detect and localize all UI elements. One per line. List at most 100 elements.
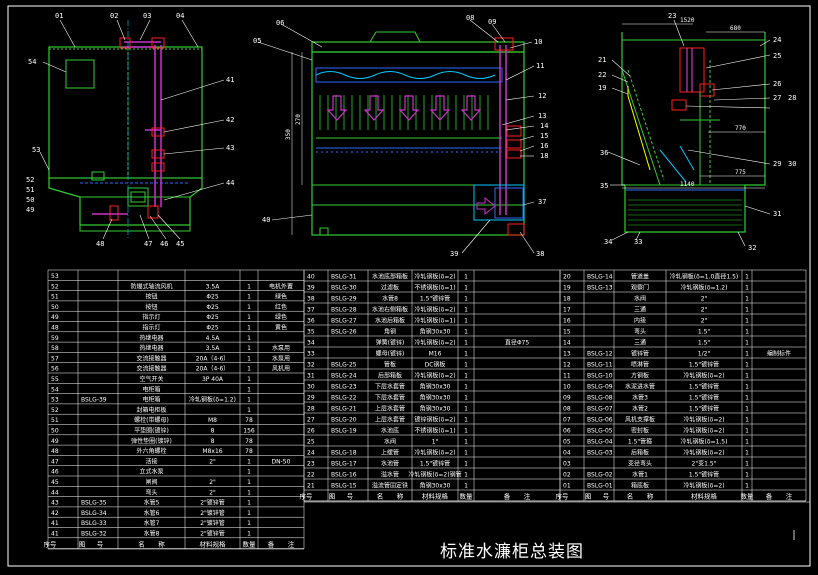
table-cell: 52 [51, 407, 59, 414]
table-cell: 46 [51, 469, 59, 476]
table-cell: 28 [307, 406, 315, 413]
table-cell: 交流接触器 [136, 354, 166, 362]
table-header-cell: 名 [377, 492, 384, 501]
table-cell: DC钢板 [425, 361, 446, 369]
table-cell: 黄色 [275, 324, 287, 332]
table-cell: 8 [211, 438, 215, 445]
table-cell: 3.5A [206, 345, 221, 352]
table-cell: 1 [464, 450, 468, 457]
table-cell: 55 [51, 376, 59, 383]
svg-text:05: 05 [253, 37, 261, 45]
table-cell: BSLG-32 [81, 531, 107, 538]
table-cell: 直径Φ75 [505, 339, 530, 347]
table-cell: BSLG-19 [331, 428, 357, 435]
table-cell: 水管7 [144, 519, 160, 527]
table-cell: 50 [51, 428, 59, 435]
table-cell: 指示灯 [142, 313, 160, 321]
table-cell: 冷轧钢板(δ=1.2) [189, 396, 236, 404]
table-cell: 01 [563, 483, 571, 490]
svg-text:10: 10 [534, 38, 542, 46]
table-header-cell: 图 [585, 493, 592, 501]
table-cell: BSLG-04 [587, 439, 613, 446]
table-cell: 1 [247, 283, 251, 290]
table-cell: 1 [464, 362, 468, 369]
svg-text:02: 02 [110, 12, 118, 20]
svg-text:23: 23 [668, 12, 676, 20]
table-cell: 1 [745, 439, 749, 446]
table-cell: 水池底 [381, 427, 399, 435]
table-cell: 电柜箱 [142, 385, 160, 393]
table-cell: 1.5" [698, 329, 711, 336]
table-cell: 绿色 [275, 313, 287, 321]
table-cell: 空气开关 [139, 375, 163, 383]
table-cell: 红色 [275, 303, 287, 311]
table-cell: 管板 [384, 361, 396, 369]
table-cell: BSLG-05 [587, 428, 613, 435]
table-cell: BSLG-35 [81, 500, 107, 507]
table-cell: 23 [307, 461, 315, 468]
table-cell: 51 [51, 417, 59, 424]
table-cell: 10 [563, 384, 571, 391]
table-cell: 56 [51, 366, 59, 373]
table-cell: 方钢板 [631, 372, 649, 380]
table-cell: BSLG-15 [331, 483, 357, 490]
table-cell: 2" [701, 296, 708, 303]
table-cell: BSLG-29 [331, 296, 357, 303]
table-cell: BSLG-39 [81, 397, 107, 404]
table-cell: 1 [745, 483, 749, 490]
table-cell: 密封板 [631, 427, 649, 435]
table-cell: 37 [307, 307, 315, 314]
table-cell: 18 [563, 296, 571, 303]
table-cell: 1 [464, 395, 468, 402]
svg-text:54: 54 [28, 58, 36, 66]
table-cell: 2"镀锌管 [200, 499, 225, 507]
table-cell: 冷轧钢板(δ=2) [683, 449, 724, 457]
table-cell: 1 [464, 384, 468, 391]
table-cell: 平垫圈(镀锌) [134, 427, 169, 435]
table-cell: 2" [209, 458, 216, 465]
table-cell: 1 [464, 472, 468, 479]
table-cell: 1 [247, 355, 251, 362]
table-cell: 水阀 [634, 295, 646, 303]
table-cell: 弯头 [145, 488, 157, 496]
svg-text:45: 45 [176, 240, 184, 248]
table-cell: 1 [745, 395, 749, 402]
table-cell: 水管3 [632, 394, 648, 402]
table-header-cell: 备 [766, 492, 773, 501]
table-cell: 喷淋管 [631, 361, 649, 369]
table-cell: 1 [745, 296, 749, 303]
table-cell: 角钢 [384, 328, 396, 336]
svg-text:28: 28 [788, 94, 796, 102]
table-cell: BSLG-13 [587, 285, 613, 292]
table-cell: 39 [307, 285, 315, 292]
table-cell: 3P 40A [202, 376, 224, 383]
table-cell: 1 [464, 274, 468, 281]
table-cell: 1 [745, 274, 749, 281]
table-header-cell: 注 [288, 539, 295, 548]
table-cell: 冷轧钢板(δ=2) [414, 339, 455, 347]
table-cell: 03 [563, 461, 571, 468]
table-header-cell: 注 [524, 492, 531, 501]
table-cell: 43 [51, 500, 59, 507]
table-cell: 26 [307, 428, 315, 435]
svg-text:48: 48 [96, 240, 104, 248]
svg-text:24: 24 [773, 36, 781, 44]
table-cell: 1 [247, 531, 251, 538]
table-cell: 17 [563, 307, 571, 314]
table-cell: 53 [51, 273, 59, 280]
table-cell: 水池后箱板 [375, 317, 405, 325]
table-header-cell: 图 [329, 493, 336, 501]
table-header-cell: 号 [347, 493, 354, 501]
table-cell: 1 [464, 329, 468, 336]
table-cell: Φ25 [206, 304, 219, 311]
table-cell: 1 [464, 428, 468, 435]
table-cell: 33 [307, 351, 315, 358]
table-cell: 1.5" [698, 340, 711, 347]
table-cell: 1 [247, 520, 251, 527]
table-cell: 不锈钢板(δ=1) [414, 284, 455, 292]
table-cell: 过滤板 [381, 284, 399, 292]
table-cell: 1 [745, 384, 749, 391]
svg-text:40: 40 [262, 216, 270, 224]
table-cell: 1 [464, 417, 468, 424]
table-cell: 57 [51, 355, 59, 362]
